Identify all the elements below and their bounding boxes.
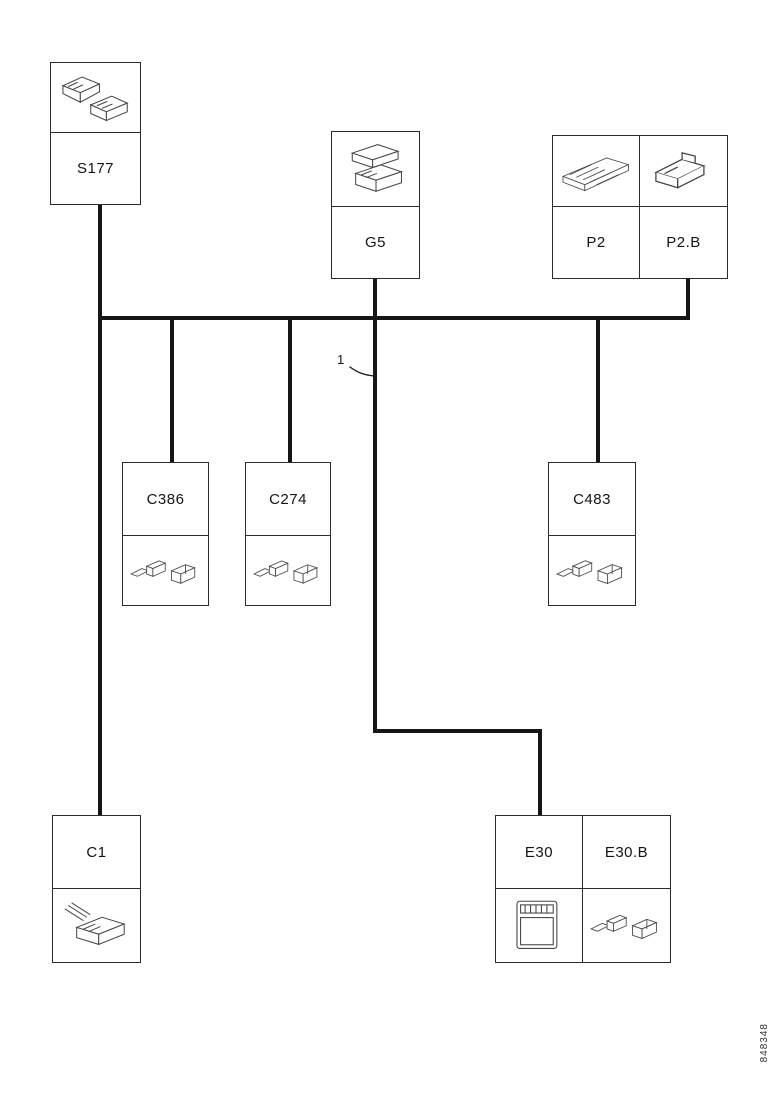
connector-illustration	[332, 132, 419, 206]
connector-pair-icon	[62, 76, 129, 121]
node-label: C483	[573, 490, 611, 508]
node-label: E30.B	[604, 843, 649, 861]
node-P2: P2	[552, 135, 640, 279]
ecu-module-icon	[516, 900, 558, 949]
large-connector-icon	[350, 143, 404, 192]
connector-illustration	[553, 136, 639, 206]
node-C483: C483	[548, 462, 636, 606]
node-C1: C1	[52, 815, 141, 963]
node-label: P2	[553, 206, 639, 278]
node-label: C386	[146, 490, 185, 508]
figure-code: 848348	[759, 1022, 770, 1062]
node-S177: S177	[50, 62, 141, 205]
connector-illustration	[123, 535, 208, 605]
node-label: C274	[269, 490, 307, 508]
node-C274: C274	[245, 462, 331, 606]
connector-illustration	[583, 888, 670, 962]
connector-illustration	[51, 63, 140, 132]
fuse-strip-icon	[562, 157, 630, 191]
node-E30: E30	[495, 815, 583, 963]
node-label: P2.B	[640, 206, 727, 278]
node-C386: C386	[122, 462, 209, 606]
connector-illustration	[53, 888, 140, 962]
node-label: S177	[51, 132, 140, 204]
node-label: G5	[332, 206, 419, 278]
wired-connector-icon	[64, 902, 127, 945]
terminal-pins-icon	[590, 914, 658, 939]
connector-illustration	[496, 888, 582, 962]
connector-illustration	[640, 136, 727, 206]
terminal-pins-icon	[556, 559, 624, 584]
terminal-pins-icon	[130, 559, 197, 584]
node-E30B: E30.B	[582, 815, 671, 963]
wire-callout: 1	[337, 352, 345, 367]
node-G5: G5	[331, 131, 420, 279]
node-label: C1	[86, 843, 107, 861]
node-P2B: P2.B	[639, 135, 728, 279]
node-label: E30	[524, 843, 554, 861]
bracket-icon	[654, 151, 706, 189]
connector-illustration	[246, 535, 330, 605]
terminal-pins-icon	[253, 560, 319, 584]
connector-illustration	[549, 535, 635, 605]
